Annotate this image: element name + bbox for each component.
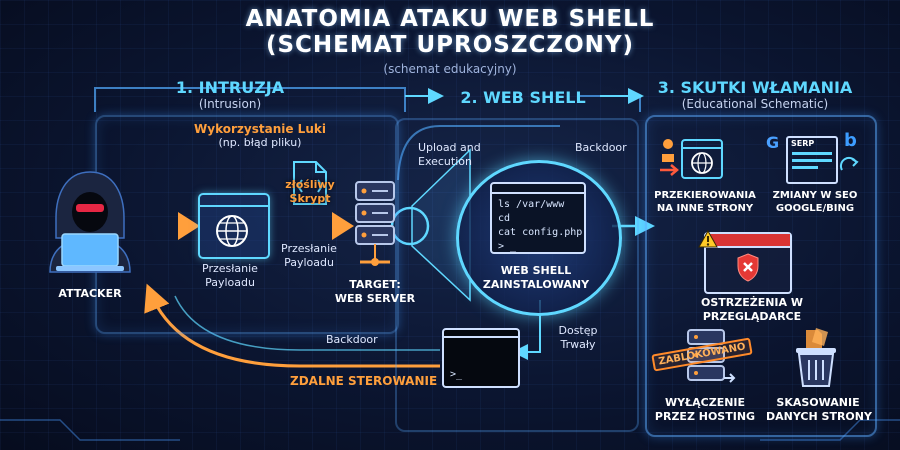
- stage-3-subtitle: (Educational Schematic): [681, 97, 829, 111]
- refresh-arrows-icon: [839, 156, 859, 171]
- hosting-server-icon: [687, 329, 736, 383]
- upload-exec-line-2: Execution: [418, 155, 472, 168]
- script-caption-line-2: Skrypt: [289, 192, 331, 205]
- attacker-hacker-icon: [49, 171, 131, 273]
- delete-line-1: SKASOWANIE: [776, 396, 860, 409]
- upload-caption-line-1: Przesłanie: [202, 262, 258, 275]
- seo-change-icon: G SERP b: [764, 132, 864, 186]
- attacker-label: ATTACKER: [58, 287, 122, 300]
- server-rack-icon: [355, 181, 395, 266]
- warning-titlebar: [706, 234, 790, 248]
- exploit-subtitle: (np. błąd pliku): [218, 136, 302, 149]
- google-logo-icon: G: [766, 133, 780, 152]
- bing-logo-icon: b: [844, 130, 857, 151]
- diagram-title: ANATOMIA ATAKU WEB SHELL (SCHEMAT UPROSZ…: [0, 6, 900, 58]
- persistent-access-caption: Dostęp Trwały: [548, 324, 608, 352]
- title-line-1: ANATOMIA ATAKU WEB SHELL: [245, 6, 655, 32]
- installed-line-2: ZAINSTALOWANY: [482, 278, 590, 291]
- upload-exec-caption: Upload and Execution: [418, 141, 481, 169]
- guide-line-intrusion: [94, 87, 406, 112]
- terminal-body: ls /var/www cd cat config.php > _: [492, 194, 584, 254]
- attacker-beam-head: [178, 212, 200, 240]
- terminal-command-3: cat config.php: [498, 227, 583, 238]
- payload-caption-line-1: Przesłanie: [281, 242, 337, 255]
- webshell-terminal-window[interactable]: ls /var/www cd cat config.php > _: [490, 182, 586, 254]
- circuit-lines: [0, 419, 900, 441]
- redirect-icon: [660, 139, 723, 179]
- stage-2-title: 2. WEB SHELL: [460, 88, 586, 107]
- diagram-subtitle: (schemat edukacyjny): [383, 62, 517, 76]
- payload-caption-line-2: Payloadu: [284, 256, 334, 269]
- warning-triangle-icon: [698, 230, 718, 248]
- script-caption-line-1: złośliwy: [285, 178, 335, 191]
- terminal-prompt: > _: [498, 241, 517, 252]
- access-line-2: Trwały: [560, 338, 596, 351]
- malicious-script-caption: złośliwy Skrypt: [268, 178, 352, 206]
- stage-3-heading: 3. SKUTKI WŁAMANIA (Educational Schemati…: [650, 78, 860, 111]
- stage-1-heading: 1. INTRUZJA (Intrusion): [150, 78, 310, 111]
- remote-control-arrow: [144, 283, 440, 368]
- redirect-caption: PRZEKIEROWANIA NA INNE STRONY: [650, 189, 760, 215]
- stage-1-title: 1. INTRUZJA: [175, 78, 285, 97]
- terminal-command-2: cd: [498, 213, 511, 224]
- redirect-line-1: PRZEKIEROWANIA: [654, 190, 756, 201]
- trash-bin-icon: [796, 328, 836, 387]
- backdoor-arrow: [174, 295, 440, 351]
- stage-3-title: 3. SKUTKI WŁAMANIA: [657, 78, 853, 97]
- backdoor-top-label: Backdoor: [575, 141, 627, 154]
- stage-1-subtitle: (Intrusion): [198, 97, 262, 111]
- webshell-panel: [395, 118, 639, 432]
- return-loop: [512, 300, 541, 360]
- server-caption-line-2: WEB SERVER: [334, 292, 416, 305]
- browser-warning-window: [698, 230, 792, 294]
- upload-caption-line-2: Payloadu: [205, 276, 255, 289]
- delete-line-2: DANYCH STRONY: [766, 410, 872, 423]
- hosting-line-2: PRZEZ HOSTING: [654, 410, 756, 423]
- remote-control-label: ZDALNE STEROWANIE: [290, 374, 438, 388]
- access-line-1: Dostęp: [558, 324, 598, 337]
- warning-line-2: PRZEGLĄDARCE: [702, 310, 802, 323]
- installed-line-1: WEB SHELL: [500, 264, 572, 277]
- globe-icon: [216, 215, 248, 247]
- browser-window-icon: [198, 193, 270, 259]
- target-server-caption: TARGET: WEB SERVER: [330, 278, 420, 306]
- upload-exec-line-1: Upload and: [418, 141, 481, 154]
- server-caption-line-1: TARGET:: [349, 278, 401, 291]
- hosting-shutdown-caption: WYŁĄCZENIE PRZEZ HOSTING: [650, 396, 760, 424]
- seo-line-1: ZMIANY W SEO: [772, 190, 858, 201]
- stage-2-heading: 2. WEB SHELL: [448, 88, 598, 107]
- serp-page-icon: SERP: [786, 136, 838, 184]
- remote-terminal-window[interactable]: >_: [442, 328, 520, 388]
- payload-beam-head: [332, 212, 354, 240]
- seo-line-2: GOOGLE/BING: [775, 203, 855, 214]
- effects-panel: [645, 115, 877, 437]
- serp-tag: SERP: [791, 139, 815, 148]
- data-deletion-caption: SKASOWANIE DANYCH STRONY: [766, 396, 872, 424]
- webshell-installed-caption: WEB SHELL ZAINSTALOWANY: [480, 264, 592, 292]
- terminal-titlebar: [492, 184, 584, 194]
- malicious-file-icon: [293, 161, 327, 205]
- hosting-line-1: WYŁĄCZENIE: [664, 396, 746, 409]
- exploit-title: Wykorzystanie Luki: [194, 122, 326, 136]
- terminal-command-1: ls /var/www: [498, 199, 565, 210]
- seo-caption: ZMIANY W SEO GOOGLE/BING: [762, 189, 868, 215]
- title-line-2: (SCHEMAT UPROSZCZONY): [265, 32, 635, 58]
- payload-caption: Przesłanie Payloadu: [264, 242, 354, 270]
- zoom-cone: [411, 148, 471, 302]
- warning-line-1: OSTRZEŻENIA W: [700, 296, 803, 309]
- exploit-caption: Wykorzystanie Luki (np. błąd pliku): [160, 122, 360, 150]
- redirect-line-2: NA INNE STRONY: [656, 203, 754, 214]
- upload-payload-caption: Przesłanie Payloadu: [170, 262, 290, 290]
- backdoor-bottom-label: Backdoor: [326, 333, 378, 346]
- remote-terminal-titlebar: [444, 330, 518, 338]
- upload-exec-curve: [397, 125, 560, 181]
- remote-terminal-prompt: >_: [450, 369, 463, 380]
- browser-warning-caption: OSTRZEŻENIA W PRZEGLĄDARCE: [700, 296, 804, 324]
- shield-x-icon: [737, 253, 759, 282]
